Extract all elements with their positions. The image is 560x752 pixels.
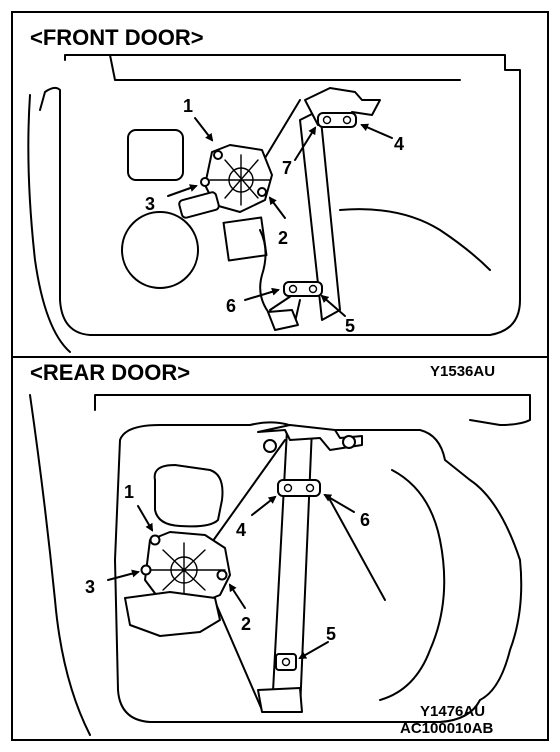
front-cable-upper (264, 99, 301, 159)
rear-cable-upper (209, 439, 286, 546)
front-window-line (109, 54, 461, 81)
front-service-hole-2 (222, 216, 268, 262)
figure-code: AC100010AB (400, 720, 494, 737)
rear-lower-bracket (257, 687, 303, 713)
front-door-title: <FRONT DOOR> (30, 25, 204, 50)
rear-door-outline (94, 394, 531, 426)
front-cable-line (259, 229, 276, 321)
front-lower-clamp-bolt (308, 284, 318, 294)
rear-top-bolt-right (342, 435, 356, 449)
rear-callout-1: 1 (124, 482, 134, 502)
rear-service-hole (153, 464, 224, 528)
rear-inner-panel (114, 421, 523, 723)
front-callout-6: 6 (226, 296, 236, 316)
rear-outer-edge (29, 394, 91, 736)
rear-lower-clamp-bolt (281, 657, 291, 667)
front-contour-line (339, 208, 491, 271)
front-door-code: Y1536AU (430, 363, 495, 380)
front-lower-bracket (267, 309, 299, 331)
front-upper-clamp-bolt (342, 115, 352, 125)
front-regulator-motor (178, 144, 273, 219)
rear-upper-clamp-bolt (283, 483, 293, 493)
rear-guide-line (329, 499, 386, 601)
rear-callout-6: 6 (360, 510, 370, 530)
front-lower-clamp-bolt (288, 284, 298, 294)
front-door-panel: <FRONT DOOR> (27, 25, 521, 353)
front-callout-7: 7 (282, 158, 292, 178)
rear-contour-line (379, 469, 446, 701)
rear-lower-clamp (275, 653, 297, 671)
front-callout-1: 1 (183, 96, 193, 116)
front-callout-2: 2 (278, 228, 288, 248)
rear-callout-4: 4 (236, 520, 246, 540)
rear-upper-clamp-bolt (305, 483, 315, 493)
front-callout-4: 4 (394, 134, 404, 154)
front-callout-arrows (167, 117, 393, 317)
front-door-outline (39, 54, 521, 336)
rear-regulator-motor (124, 531, 231, 637)
front-upper-clamp-bolt (322, 115, 332, 125)
rear-door-title: <REAR DOOR> (30, 360, 190, 385)
rear-top-bolt-left (263, 439, 277, 453)
front-outer-edge (27, 94, 71, 353)
rear-door-code: Y1476AU (420, 703, 485, 720)
rear-rail-top-bracket (257, 424, 363, 451)
rear-callout-arrows (107, 493, 355, 659)
rear-callout-3: 3 (85, 577, 95, 597)
rear-door-panel: <REAR DOOR> Y1536AU (29, 360, 531, 737)
front-speaker-hole (121, 211, 199, 289)
front-callout-3: 3 (145, 194, 155, 214)
rear-callout-2: 2 (241, 614, 251, 634)
front-service-hole-1 (127, 129, 184, 181)
rear-callout-5: 5 (326, 624, 336, 644)
front-callout-5: 5 (345, 316, 355, 336)
